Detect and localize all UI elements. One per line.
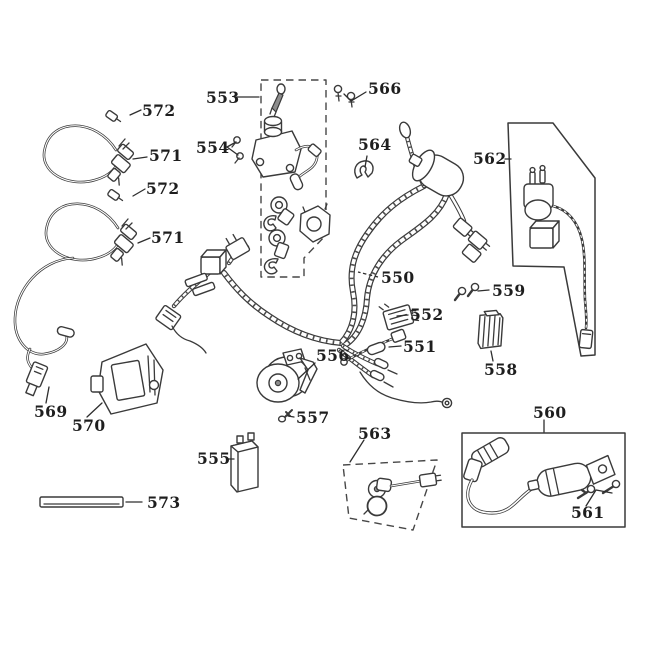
u-bracket-2-drawing (263, 258, 279, 275)
key-drawing (269, 83, 286, 118)
part-label-560: 560 (533, 403, 567, 422)
spark-plug-cap-drawing (463, 437, 510, 483)
strip-573-drawing (39, 496, 124, 508)
relay-box-562 (507, 122, 596, 357)
part-572a-drawing (105, 109, 122, 123)
part-label-556: 556 (316, 346, 350, 365)
lock-cylinder-1-drawing (270, 196, 295, 226)
horn-drawing (256, 348, 318, 403)
clip-564-drawing (354, 160, 374, 179)
switch-kit-dashed-box (260, 79, 327, 278)
part-label-572a: 572 (142, 101, 176, 120)
starter-relay-drawing (523, 164, 594, 350)
u-bracket-1-drawing (263, 215, 277, 232)
part-label-569: 569 (34, 402, 68, 421)
part-label-561: 561 (571, 503, 605, 522)
part-label-557: 557 (296, 408, 330, 427)
cap-plate-drawing (299, 203, 331, 243)
screw-559-drawing (453, 282, 480, 302)
part-label-571a: 571 (149, 146, 183, 165)
part-label-573: 573 (147, 493, 181, 512)
cable-switch-1-drawing (42, 124, 135, 186)
lock-cylinder-2-drawing (268, 229, 290, 260)
screw-554-drawing (231, 136, 244, 164)
part-label-572b: 572 (146, 179, 180, 198)
part-label-571b: 571 (151, 228, 185, 247)
screw-557-drawing (277, 409, 293, 423)
part-label-564: 564 (358, 135, 392, 154)
part-572b-drawing (107, 188, 124, 202)
cdi-unit-drawing (90, 343, 164, 415)
regulator-558-drawing (477, 309, 504, 350)
wire-harness-drawing (155, 121, 491, 409)
cable-switch-2-drawing (44, 202, 138, 266)
part-label-552: 552 (410, 305, 444, 324)
ignition-coil-box-560 (461, 432, 626, 528)
part-label-553: 553 (206, 88, 240, 107)
part-label-550: 550 (381, 268, 415, 287)
part-label-555: 555 (197, 449, 231, 468)
part-label-562: 562 (473, 149, 507, 168)
sensor-box-563 (342, 459, 442, 531)
inline-fuse-551-drawing (340, 328, 407, 366)
part-label-554: 554 (196, 138, 230, 157)
part-label-559: 559 (492, 281, 526, 300)
part-label-566: 566 (368, 79, 402, 98)
fuse-box-552-drawing (378, 303, 420, 331)
leader-lines (45, 91, 613, 507)
cable-569-drawing (13, 256, 75, 397)
ignition-coil-drawing (527, 454, 616, 497)
ignition-switch-drawing (251, 115, 322, 191)
part-label-558: 558 (484, 360, 518, 379)
part-555-drawing (230, 432, 259, 493)
part-label-570: 570 (72, 416, 106, 435)
part-label-551: 551 (403, 337, 437, 356)
part-label-563: 563 (358, 424, 392, 443)
screw-566-drawing (333, 84, 356, 108)
